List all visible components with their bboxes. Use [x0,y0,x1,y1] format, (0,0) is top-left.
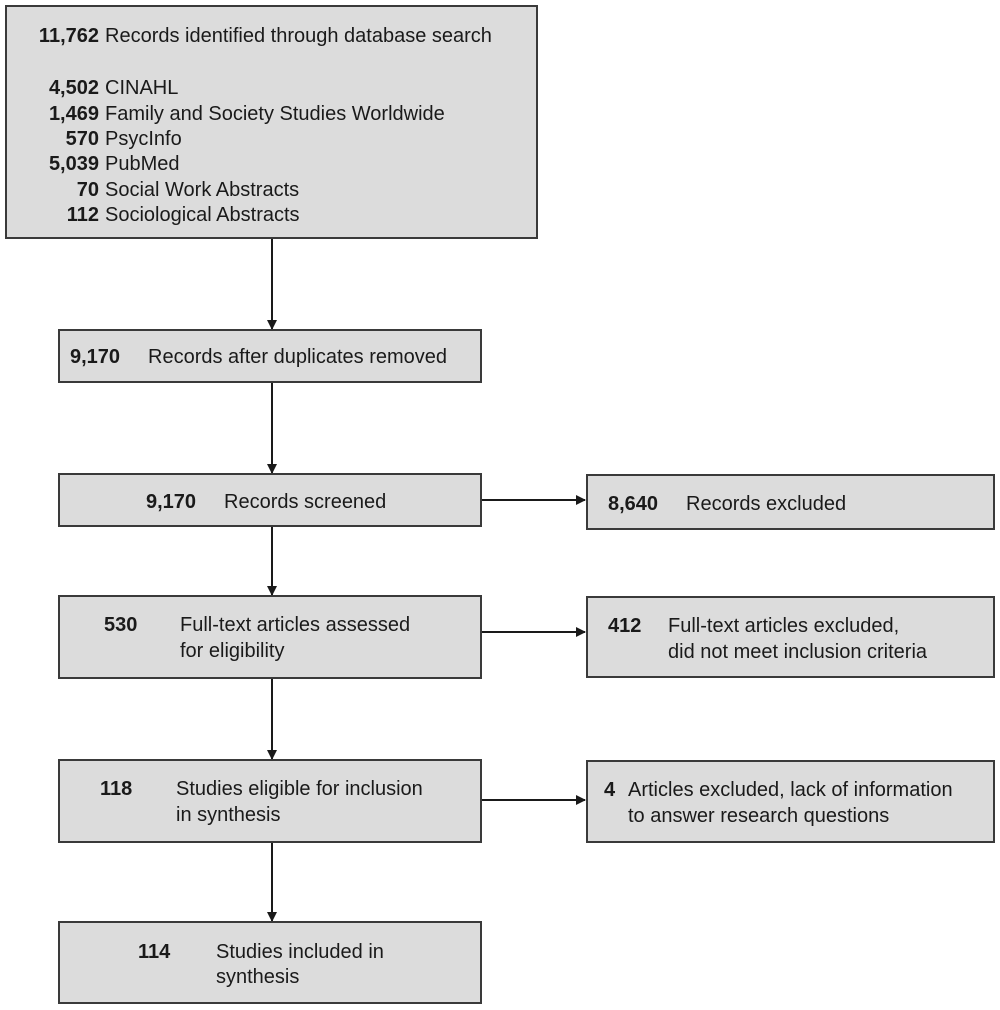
database-name-cinahl: CINAHL [105,77,179,99]
fulltext-excluded-count: 412 [608,615,642,637]
database-count-sociological: 112 [66,204,99,226]
identification-total-label: Records identified through database sear… [105,25,492,47]
fulltext-excluded-label-line1: Full-text articles excluded, [668,615,900,637]
eligible-excluded-box: 4 Articles excluded, lack of information… [586,760,995,843]
eligible-excluded-count: 4 [604,779,616,801]
identification-total-count: 11,762 [38,25,99,47]
included-count: 114 [138,941,171,963]
screened-count: 9,170 [146,491,197,513]
screened-label: Records screened [224,491,387,513]
fulltext-count: 530 [104,614,138,636]
screen-excluded-box: 8,640 Records excluded [586,474,995,530]
database-name-family-society: Family and Society Studies Worldwide [105,103,445,125]
screen-excluded-label: Records excluded [686,493,847,515]
eligible-label-line1: Studies eligible for inclusion [176,778,423,800]
eligible-label-line2: in synthesis [176,804,281,826]
screen-excluded-count: 8,640 [608,493,659,515]
screened-box: 9,170 Records screened [58,473,482,527]
fulltext-excluded-label-line2: did not meet inclusion criteria [668,641,928,663]
eligible-excluded-label-line1: Articles excluded, lack of information [628,779,953,801]
deduplicated-count: 9,170 [70,346,121,368]
deduplicated-label: Records after duplicates removed [148,346,448,368]
deduplicated-box: 9,170 Records after duplicates removed [58,329,482,383]
database-name-pubmed: PubMed [105,153,180,175]
database-name-sociological: Sociological Abstracts [105,204,300,226]
included-label-line1: Studies included in [216,941,384,963]
identification-box: 11,762 Records identified through databa… [5,5,538,239]
fulltext-label-line1: Full-text articles assessed [180,614,411,636]
eligible-box: 118 Studies eligible for inclusion in sy… [58,759,482,843]
fulltext-box: 530 Full-text articles assessed for elig… [58,595,482,679]
database-count-social-work: 70 [76,179,99,201]
eligible-count: 118 [100,778,133,800]
included-box: 114 Studies included in synthesis [58,921,482,1004]
included-label-line2: synthesis [216,966,300,988]
database-count-cinahl: 4,502 [48,77,99,99]
database-name-social-work: Social Work Abstracts [105,179,300,201]
database-count-psycinfo: 570 [65,128,99,150]
database-name-psycinfo: PsycInfo [105,128,182,150]
database-count-pubmed: 5,039 [48,153,99,175]
database-count-family-society: 1,469 [48,103,99,125]
fulltext-label-line2: for eligibility [180,640,285,662]
eligible-excluded-label-line2: to answer research questions [628,805,890,827]
fulltext-excluded-box: 412 Full-text articles excluded, did not… [586,596,995,678]
